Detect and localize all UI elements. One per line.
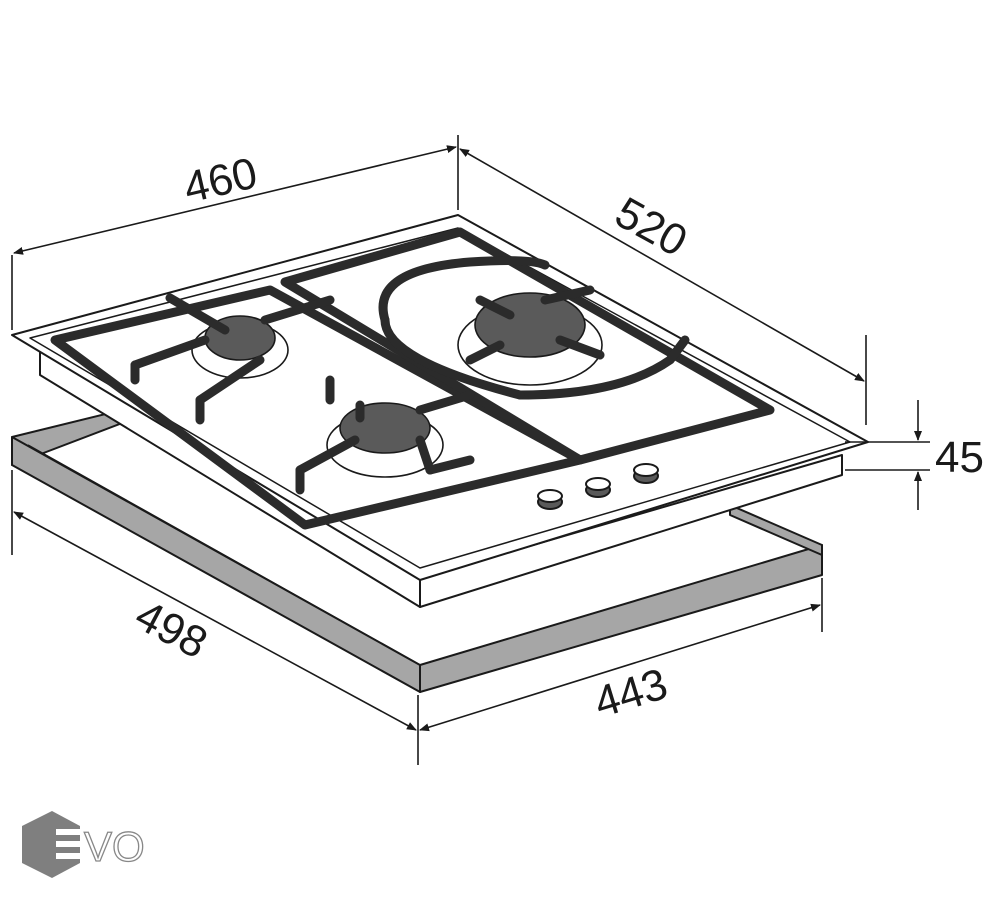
knob-2 <box>585 477 611 498</box>
dimension-lines <box>11 135 930 765</box>
knob-3 <box>633 463 659 484</box>
dim-width-top: 460 <box>179 148 262 212</box>
dim-cutout-width: 443 <box>589 659 674 727</box>
control-knobs <box>537 463 659 510</box>
dim-cutout-depth: 498 <box>127 591 215 669</box>
dim-height: 45 <box>935 433 984 482</box>
dim-depth-top: 520 <box>607 188 695 266</box>
evo-logo: VO <box>22 811 145 878</box>
logo-text: VO <box>84 823 145 870</box>
knob-1 <box>537 489 563 510</box>
hob-body <box>11 214 869 608</box>
logo-hexagon <box>22 811 80 878</box>
